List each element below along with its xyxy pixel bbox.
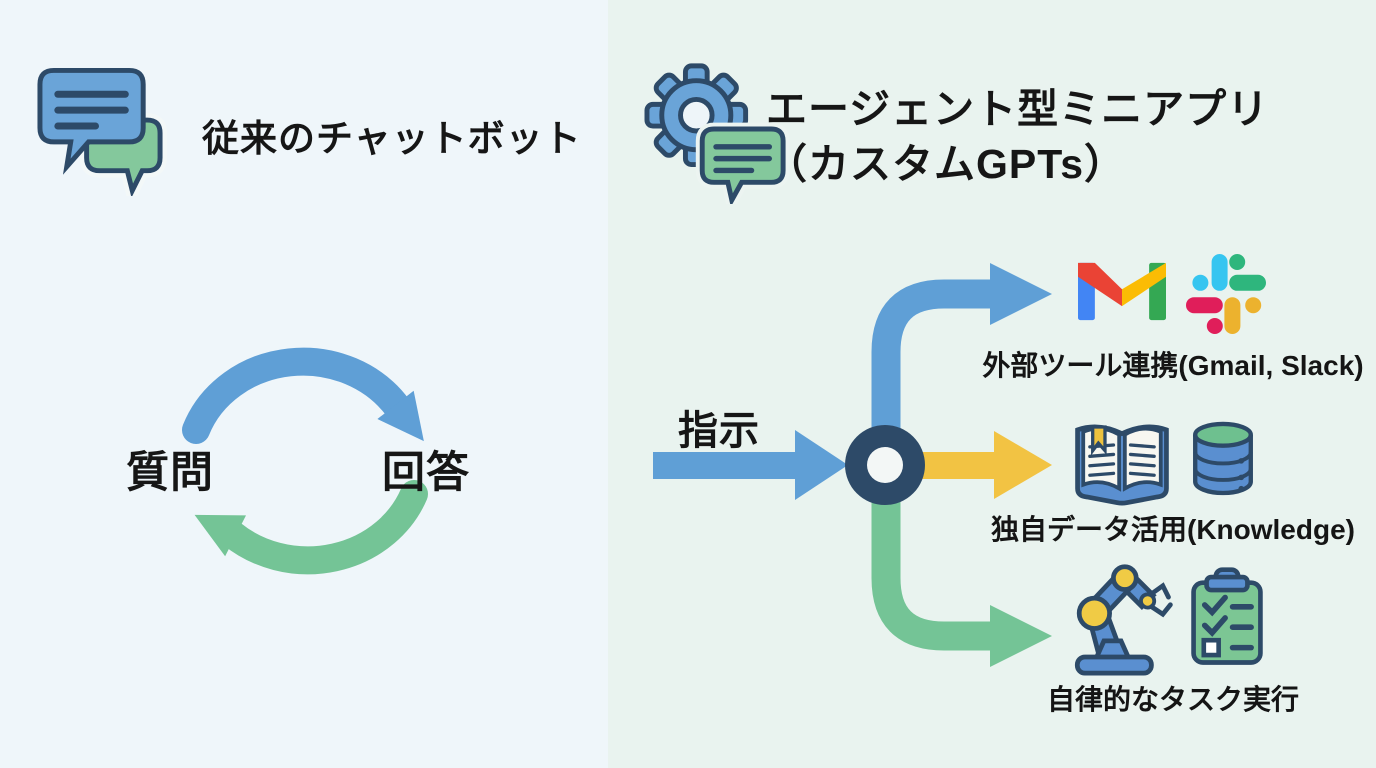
checklist-icon (1191, 567, 1263, 665)
left-title: 従来のチャットボット (202, 118, 582, 159)
cycle-forward-arrowhead (377, 390, 424, 442)
instruction-arrowhead (795, 430, 848, 500)
branch-tasks-line (871, 498, 990, 651)
chat-bubbles-icon (37, 67, 168, 196)
question-answer-cycle (182, 347, 428, 575)
robot-arm-icon (1074, 564, 1173, 676)
right-title-line1: エージェント型ミニアプリ (766, 86, 1270, 132)
branch-knowledge-label: 独自データ活用(Knowledge) (991, 514, 1355, 545)
branch-tasks-arrowhead (990, 605, 1052, 667)
gear-chat-icon (644, 63, 790, 204)
instruction-label: 指示 (678, 409, 760, 453)
branch-tools-line (871, 279, 990, 432)
branch-tasks-label: 自律的なタスク実行 (1046, 684, 1299, 715)
cycle-back-arc (218, 480, 428, 575)
right-title: エージェント型ミニアプリ （カスタムGPTs） (766, 82, 1269, 192)
cycle-forward-arc (182, 347, 412, 444)
question-label: 質問 (126, 449, 214, 497)
agent-flow (653, 263, 1052, 667)
gmail-icon (1078, 262, 1166, 321)
check-items (1201, 594, 1254, 651)
unchecked-box (1201, 637, 1221, 658)
branch-knowledge-line (916, 452, 994, 479)
branch-tools-label: 外部ツール連携(Gmail, Slack) (982, 350, 1364, 381)
cycle-back-arrowhead (194, 514, 247, 557)
book-icon (1075, 424, 1169, 506)
branch-tools-arrowhead (990, 263, 1052, 325)
bubble-text-lines (713, 144, 773, 174)
instruction-arrow-body (653, 452, 795, 479)
slack-icon (1186, 254, 1266, 334)
gripper (1147, 582, 1173, 618)
right-title-line2: （カスタムGPTs） (766, 141, 1127, 187)
branch-knowledge-arrowhead (994, 431, 1052, 499)
database-icon (1193, 421, 1253, 496)
answer-label: 回答 (382, 449, 470, 497)
hub-node-hole (867, 447, 903, 483)
bookmark (1091, 425, 1107, 456)
bubble-text-lines (54, 90, 129, 130)
